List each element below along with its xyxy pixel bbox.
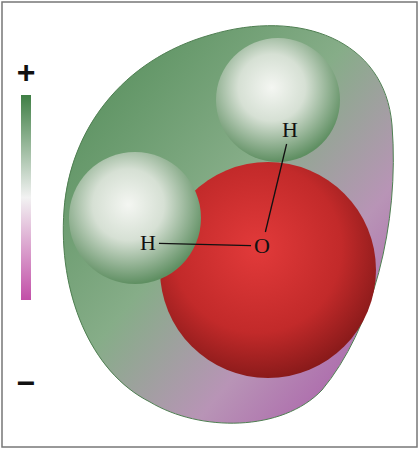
- hydrogen-sphere: [69, 152, 201, 284]
- atom-symbol: H: [282, 119, 298, 141]
- atom-label: H: [137, 229, 159, 257]
- potential-surface: [63, 26, 393, 424]
- scale-sign: +: [17, 56, 36, 88]
- hydrogen-sphere: [216, 38, 340, 162]
- frame: [2, 2, 417, 447]
- scale-sign: −: [17, 367, 36, 399]
- atom-label: O: [251, 232, 273, 260]
- atom-label: H: [279, 116, 301, 144]
- bond-line: [159, 243, 251, 245]
- color-scale-bar: [21, 95, 31, 300]
- atom-symbol: O: [254, 235, 270, 257]
- bond-line: [265, 144, 286, 232]
- atom-symbol: H: [140, 232, 156, 254]
